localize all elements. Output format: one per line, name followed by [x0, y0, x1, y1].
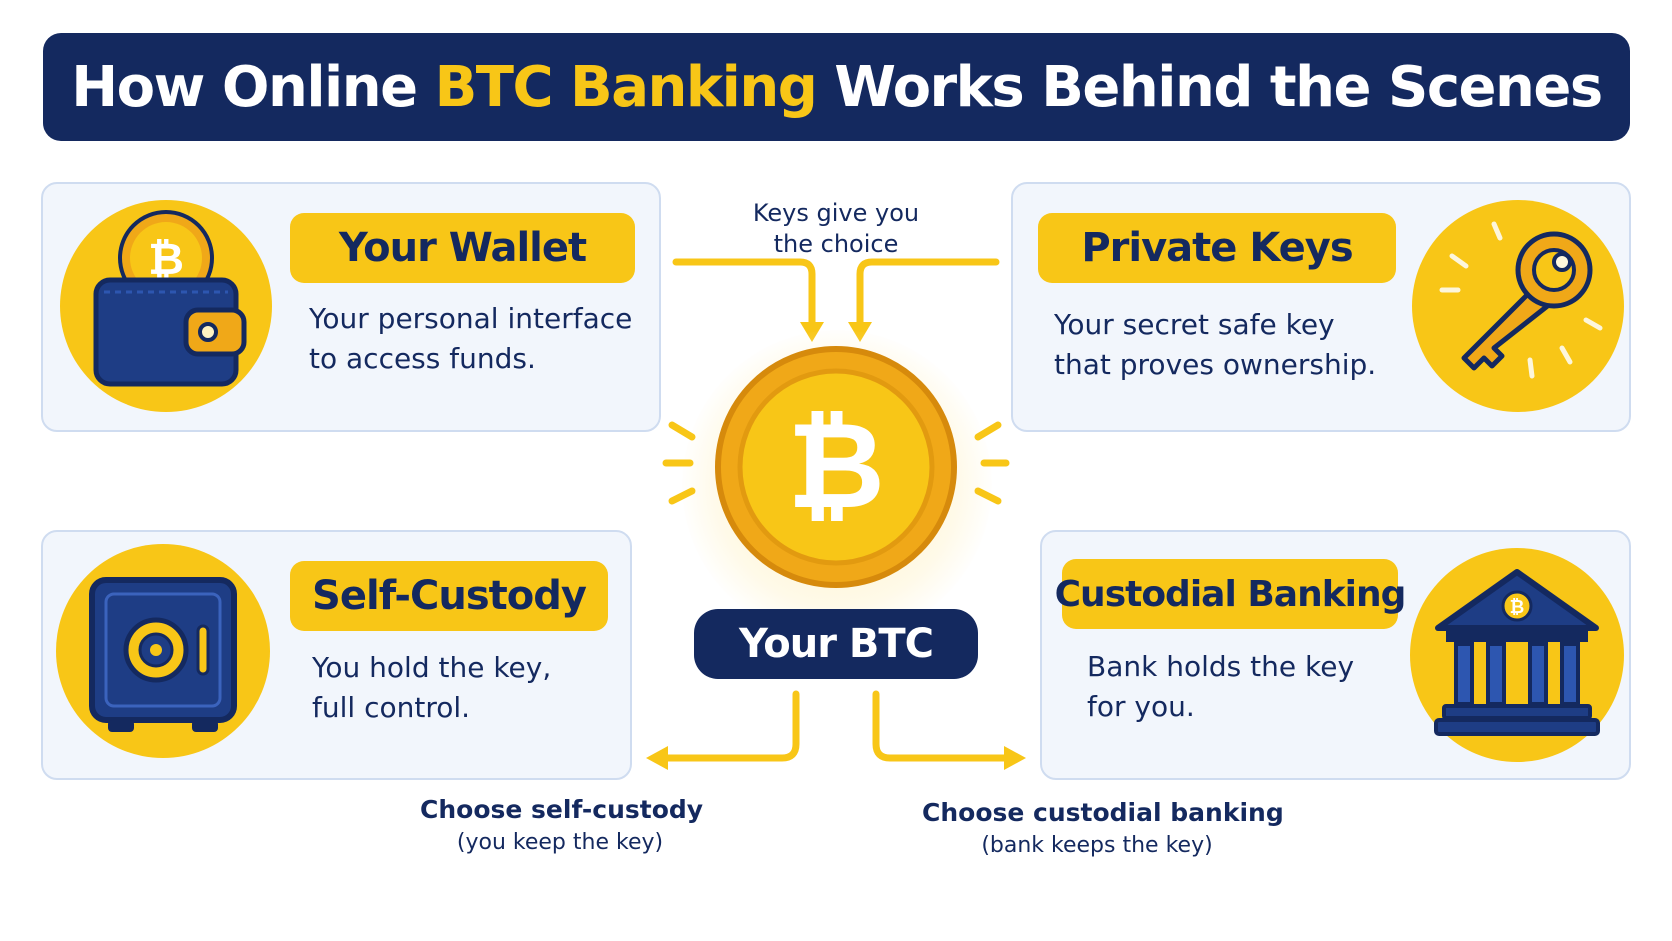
title-prefix: How Online [71, 54, 435, 120]
self-custody-desc-line-1: You hold the key, [312, 651, 552, 684]
self-custody-title-pill: Self-Custody [290, 561, 608, 631]
arrow-btc-to-custodial [872, 690, 1014, 762]
title-suffix: Works Behind the Scenes [816, 54, 1603, 120]
bank-icon: ₿ [1410, 548, 1624, 762]
custodial-description: Bank holds the key for you. [1087, 647, 1354, 727]
keys-choice-line-1: Keys give you [752, 199, 920, 227]
custodial-choice-caption: Choose custodial banking (bank keeps the… [922, 796, 1284, 862]
svg-text:₿: ₿ [1510, 597, 1525, 618]
custodial-choice-sub: (bank keeps the key) [981, 833, 1213, 858]
custodial-choice-main: Choose custodial banking [922, 798, 1284, 827]
svg-text:₿: ₿ [148, 234, 184, 285]
self-custody-choice-sub: (you keep the key) [456, 830, 664, 855]
self-custody-desc-line-2: full control. [312, 691, 471, 724]
wallet-desc-line-2: to access funds. [309, 342, 536, 375]
bitcoin-coin-icon: ₿ [662, 346, 1010, 588]
key-icon [1412, 200, 1624, 412]
self-custody-description: You hold the key, full control. [312, 648, 551, 728]
private-keys-title-pill: Private Keys [1038, 213, 1396, 283]
private-keys-desc-line-2: that proves ownership. [1054, 348, 1377, 381]
self-custody-choice-caption: Choose self-custody (you keep the key) [420, 793, 704, 859]
safe-icon [56, 544, 270, 758]
title-banner: How Online BTC Banking Works Behind the … [43, 33, 1630, 141]
custodial-desc-line-1: Bank holds the key [1087, 650, 1355, 683]
keys-choice-line-2: the choice [773, 230, 899, 258]
wallet-title-pill: Your Wallet [290, 213, 635, 283]
custodial-title-pill: Custodial Banking [1055, 559, 1406, 629]
custodial-desc-line-2: for you. [1087, 690, 1195, 723]
arrow-keys-to-btc [856, 258, 1000, 334]
private-keys-description: Your secret safe key that proves ownersh… [1054, 305, 1376, 385]
wallet-desc-line-1: Your personal interface [309, 302, 633, 335]
svg-text:₿: ₿ [787, 397, 885, 536]
your-btc-label: Your BTC [694, 609, 978, 679]
keys-choice-caption: Keys give you the choice [734, 198, 938, 260]
arrow-wallet-to-btc [672, 258, 816, 334]
wallet-icon: ₿ [60, 200, 272, 412]
arrow-btc-to-self-custody [656, 690, 800, 762]
self-custody-choice-main: Choose self-custody [420, 795, 704, 824]
wallet-description: Your personal interface to access funds. [309, 299, 632, 379]
private-keys-desc-line-1: Your secret safe key [1054, 308, 1335, 341]
title-highlight: BTC Banking [434, 54, 818, 120]
page-title: How Online BTC Banking Works Behind the … [71, 54, 1603, 120]
